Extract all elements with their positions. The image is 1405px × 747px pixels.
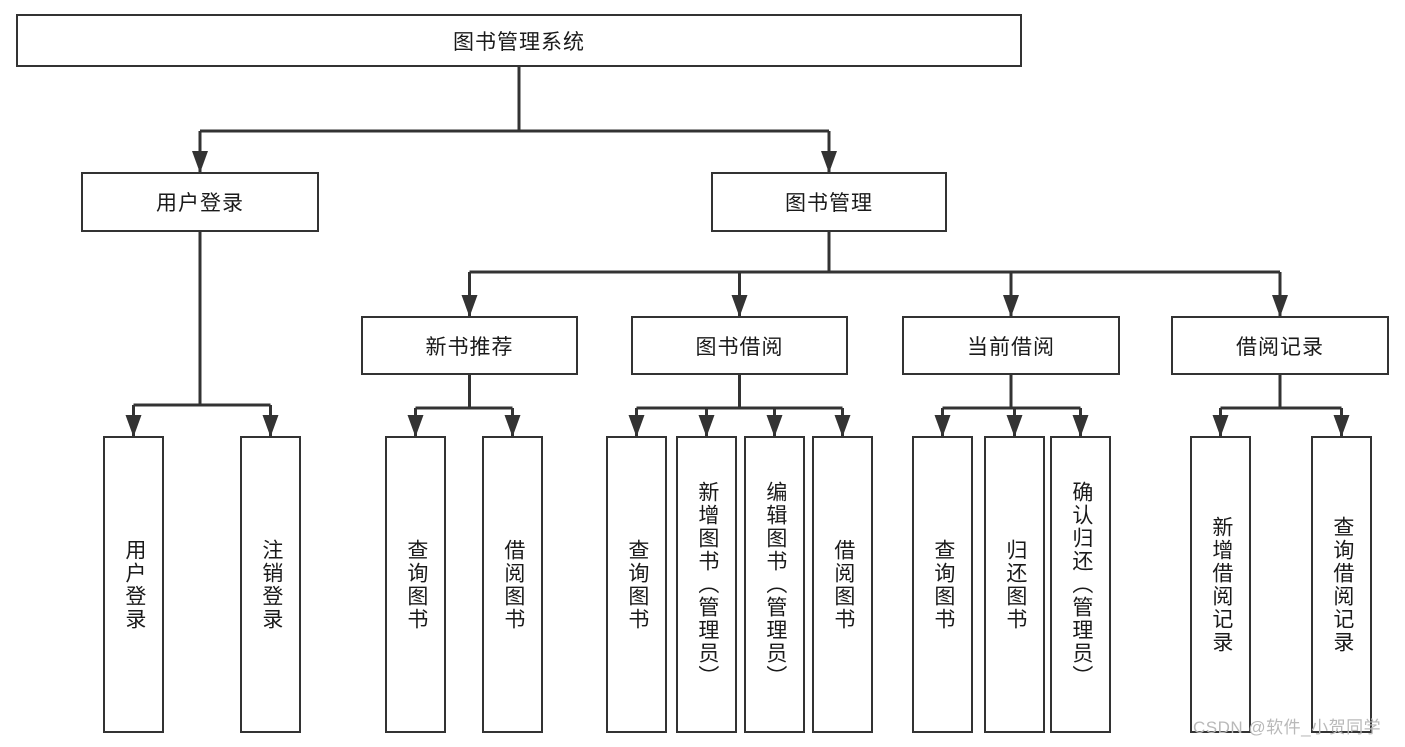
- node-new-book-recommend[interactable]: 新书推荐: [361, 316, 578, 375]
- node-label: 查询借阅记录: [1330, 515, 1354, 654]
- node-label: 用户登录: [122, 538, 146, 631]
- node-leaf-borrow-query-book[interactable]: 查询图书: [606, 436, 667, 733]
- node-label: 图书管理: [785, 192, 873, 215]
- csdn-watermark: CSDN @软件_小贺同学: [1193, 718, 1382, 737]
- node-label: 用户登录: [156, 192, 244, 215]
- node-label: 归还图书: [1003, 538, 1027, 631]
- node-leaf-current-query-book[interactable]: 查询图书: [912, 436, 973, 733]
- node-leaf-edit-book-admin[interactable]: 编辑图书（管理员）: [744, 436, 805, 733]
- node-label: 注销登录: [259, 538, 283, 631]
- node-book-management-module[interactable]: 图书管理: [711, 172, 947, 232]
- node-label: 新增图书（管理员）: [695, 481, 719, 688]
- node-current-borrow[interactable]: 当前借阅: [902, 316, 1120, 375]
- node-leaf-query-borrow-record[interactable]: 查询借阅记录: [1311, 436, 1372, 733]
- node-leaf-new-query-book[interactable]: 查询图书: [385, 436, 446, 733]
- node-leaf-user-logout[interactable]: 注销登录: [240, 436, 301, 733]
- node-leaf-new-borrow-book[interactable]: 借阅图书: [482, 436, 543, 733]
- node-borrow-record[interactable]: 借阅记录: [1171, 316, 1389, 375]
- node-label: 查询图书: [931, 538, 955, 631]
- node-label: 新增借阅记录: [1209, 515, 1233, 654]
- node-label: 借阅图书: [831, 538, 855, 631]
- node-label: 图书管理系统: [453, 30, 585, 54]
- node-leaf-add-book-admin[interactable]: 新增图书（管理员）: [676, 436, 737, 733]
- node-user-login-module[interactable]: 用户登录: [81, 172, 319, 232]
- node-leaf-user-login[interactable]: 用户登录: [103, 436, 164, 733]
- node-root[interactable]: 图书管理系统: [16, 14, 1022, 67]
- node-label: 查询图书: [404, 538, 428, 631]
- node-label: 查询图书: [625, 538, 649, 631]
- node-label: 新书推荐: [425, 335, 514, 359]
- node-label: 编辑图书（管理员）: [763, 481, 787, 688]
- node-label: 当前借阅: [967, 335, 1055, 359]
- node-leaf-borrow-book[interactable]: 借阅图书: [812, 436, 873, 733]
- node-label: 借阅图书: [501, 538, 525, 631]
- node-book-borrow[interactable]: 图书借阅: [631, 316, 848, 375]
- node-leaf-add-borrow-record[interactable]: 新增借阅记录: [1190, 436, 1251, 733]
- node-label: 借阅记录: [1236, 335, 1324, 359]
- node-label: 图书借阅: [695, 335, 784, 359]
- node-leaf-confirm-return-admin[interactable]: 确认归还（管理员）: [1050, 436, 1111, 733]
- node-leaf-return-book[interactable]: 归还图书: [984, 436, 1045, 733]
- node-label: 确认归还（管理员）: [1069, 481, 1093, 688]
